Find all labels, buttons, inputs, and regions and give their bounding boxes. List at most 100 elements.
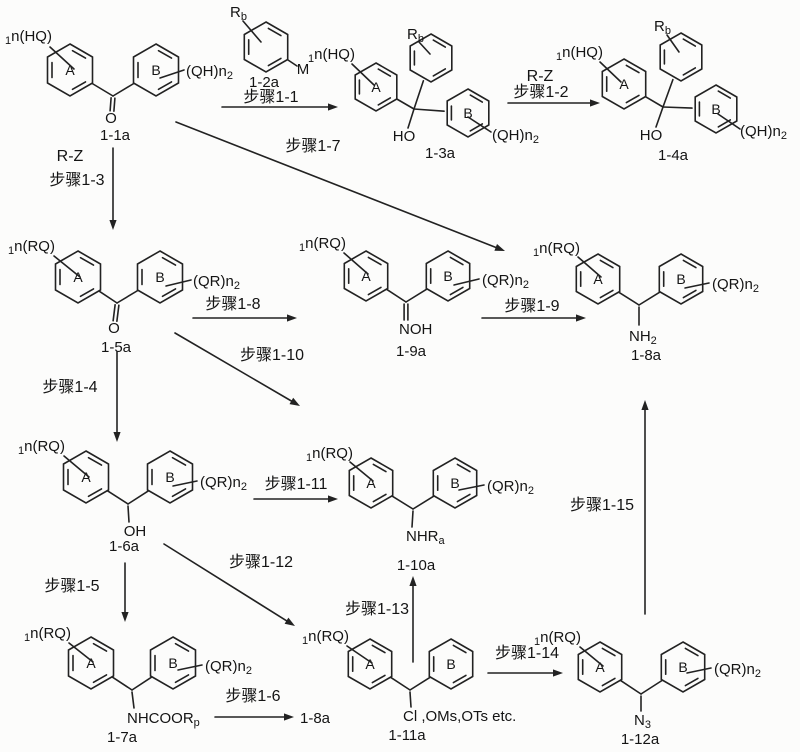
aromatic-inner-bond xyxy=(682,67,697,76)
atom-label: OH xyxy=(124,523,147,540)
benzene-ring xyxy=(577,641,623,693)
compound-label-1-9a: 1-9a xyxy=(396,343,427,360)
atom-label: 1n(RQ) xyxy=(299,235,346,254)
step-label-product-1-8a-text: 1-8a xyxy=(300,710,331,727)
bond xyxy=(638,291,661,306)
substituent-bond xyxy=(684,282,710,289)
bond xyxy=(91,82,114,97)
aromatic-inner-bond xyxy=(599,259,614,269)
atom-label: (QR)n2 xyxy=(487,478,534,497)
benzene-ring xyxy=(149,636,197,690)
ring-letter: A xyxy=(593,271,603,287)
bond xyxy=(287,59,298,67)
ring-letter: A xyxy=(371,79,381,95)
ring-letter: B xyxy=(443,268,452,284)
substituent-bond xyxy=(467,116,492,133)
substituent-bond xyxy=(577,256,602,278)
bond xyxy=(391,495,414,510)
aromatic-inner-bond xyxy=(599,289,614,299)
arrow-head xyxy=(576,314,586,322)
ring-letter: A xyxy=(81,469,91,485)
benzene-ring xyxy=(601,58,647,110)
substituent-bond xyxy=(686,667,712,674)
benzene-ring xyxy=(575,253,621,305)
arrow-head xyxy=(409,576,417,586)
atom-label: 1n(RQ) xyxy=(533,240,580,259)
atom-label: 1n(RQ) xyxy=(302,628,349,647)
benzene-ring xyxy=(354,62,398,112)
aromatic-inner-bond xyxy=(377,68,392,77)
bond xyxy=(131,676,153,691)
bond xyxy=(127,490,149,505)
aromatic-inner-bond xyxy=(682,38,697,47)
aromatic-inner-bond xyxy=(171,456,187,466)
aromatic-inner-bond xyxy=(372,463,387,473)
aromatic-inner-bond xyxy=(449,256,464,266)
arrow-step-1-5 xyxy=(121,562,129,622)
benzene-ring xyxy=(46,43,94,97)
benzene-ring xyxy=(54,250,102,304)
compound-label-1-6a: 1-6a xyxy=(109,538,140,555)
substituent-bond xyxy=(599,61,622,83)
ring-letter: B xyxy=(676,271,685,287)
arrow-head xyxy=(494,244,505,251)
bond xyxy=(662,78,674,108)
substituent-bond xyxy=(453,278,480,286)
arrow-head xyxy=(641,400,649,410)
benzene-ring xyxy=(132,43,180,97)
compound-label-1-5a: 1-5a xyxy=(101,339,132,356)
atom-label: O xyxy=(108,320,120,337)
substituent-bond xyxy=(418,41,431,55)
aromatic-inner-bond xyxy=(684,647,699,657)
aromatic-inner-bond xyxy=(171,488,187,498)
bond xyxy=(644,95,664,108)
ring-letter: A xyxy=(366,475,376,491)
benzene-ring xyxy=(343,250,389,302)
substituent-bond xyxy=(165,279,192,287)
substituent-bond xyxy=(159,69,185,79)
substituent-bond xyxy=(579,646,604,667)
benzene-ring xyxy=(660,641,706,693)
atom-label: (QH)n2 xyxy=(186,63,233,82)
step-label-step-1-4: 步骤1-4 xyxy=(42,378,97,396)
atom-label: (QH)n2 xyxy=(740,123,787,142)
arrow-step-1-2 xyxy=(507,99,600,107)
arrow-head xyxy=(121,612,129,622)
bond xyxy=(116,289,139,304)
step-label-step-1-9: 步骤1-9 xyxy=(504,297,559,315)
ring-letter: B xyxy=(155,269,164,285)
atom-label: 1n(HQ) xyxy=(556,44,603,63)
step-label-reagent-rz-left: R-Z xyxy=(57,148,84,165)
substituent-bond xyxy=(458,484,485,491)
bond xyxy=(111,676,133,691)
bond xyxy=(131,691,135,709)
compound-label-1-1a: 1-1a xyxy=(100,127,131,144)
atom-label: 1n(RQ) xyxy=(24,625,71,644)
bond xyxy=(107,490,129,505)
atom-label: HO xyxy=(640,127,663,144)
double-bond xyxy=(116,304,120,323)
aromatic-inner-bond xyxy=(161,288,177,298)
ring-letter: B xyxy=(450,475,459,491)
benzene-ring xyxy=(67,636,115,690)
bond xyxy=(413,108,445,112)
benzene-ring xyxy=(146,450,194,504)
aromatic-inner-bond xyxy=(367,256,382,266)
atom-label: Rb xyxy=(230,4,247,23)
atom-label: NHCOORp xyxy=(127,710,200,729)
atom-label: NHRa xyxy=(406,528,446,547)
benzene-ring xyxy=(409,33,453,83)
step-label-step-1-14: 步骤1-14 xyxy=(495,644,559,662)
atom-label: Rb xyxy=(654,18,671,37)
step-label-reagent-rz-right: R-Z xyxy=(527,68,554,85)
arrow-step-1-1 xyxy=(221,103,338,111)
double-bond xyxy=(109,97,112,112)
arrow-head xyxy=(113,432,121,442)
